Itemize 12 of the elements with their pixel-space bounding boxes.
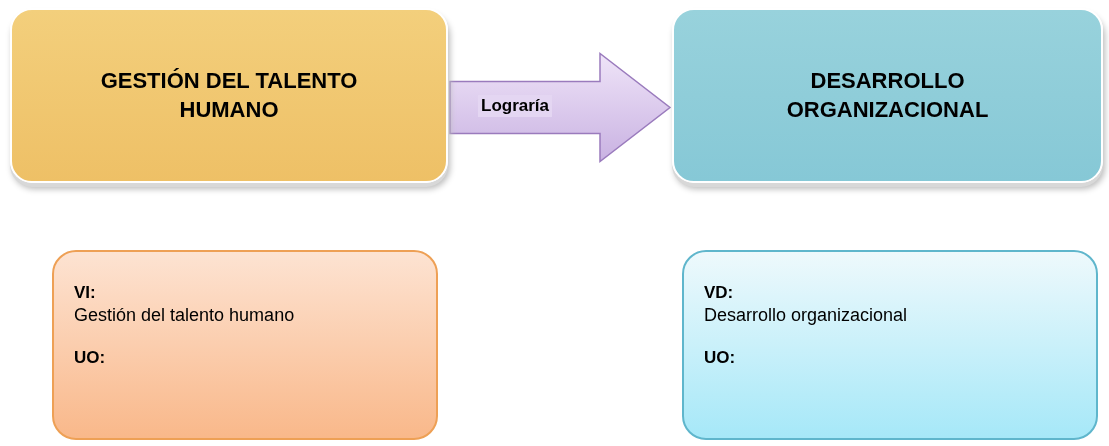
variable-text: Desarrollo organizacional [704, 304, 909, 328]
edge-label: Lograría [478, 94, 553, 117]
variable-heading: VD: [704, 282, 735, 304]
box-title: GESTIÓN DEL TALENTO HUMANO [99, 66, 359, 124]
variable-heading: UO: [74, 347, 107, 370]
variable-heading: VI: [74, 282, 97, 304]
variable-card [682, 250, 1098, 440]
variable-card [52, 250, 438, 440]
block-arrow [449, 51, 672, 164]
box-title: DESARROLLO ORGANIZACIONAL [785, 66, 990, 124]
variable-heading: UO: [704, 347, 737, 370]
variable-text: Gestión del talento humano [74, 304, 296, 328]
